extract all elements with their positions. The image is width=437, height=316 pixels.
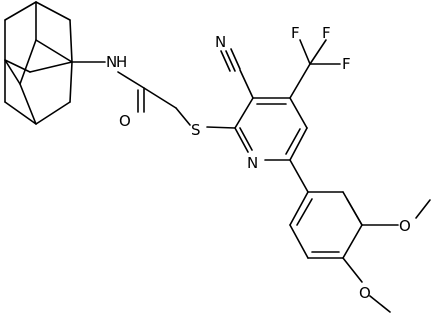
pyridine-ring	[206, 97, 308, 161]
fluorine-label-2: F	[322, 24, 331, 42]
nitrile-group	[220, 48, 254, 99]
methoxy-oxygen-label-2: O	[359, 284, 371, 302]
pyridine-nitrogen-label: N	[247, 154, 258, 172]
nitrile-nitrogen-label: N	[215, 33, 226, 51]
fluorine-label-3: F	[342, 55, 351, 73]
amide-linker	[71, 61, 191, 126]
methoxy-groups	[342, 199, 431, 313]
adamantane-group	[4, 1, 73, 125]
methoxy-oxygen-label-1: O	[399, 217, 411, 235]
amide-hydrogen-label: H	[116, 53, 127, 71]
trifluoromethyl-group	[289, 39, 341, 99]
carbonyl-oxygen-label: O	[119, 112, 131, 130]
thioether-sulfur-label: S	[191, 121, 201, 139]
fluorine-label-1: F	[291, 24, 300, 42]
dimethoxyphenyl-ring	[289, 159, 363, 259]
amide-nitrogen-label: N	[106, 53, 117, 71]
